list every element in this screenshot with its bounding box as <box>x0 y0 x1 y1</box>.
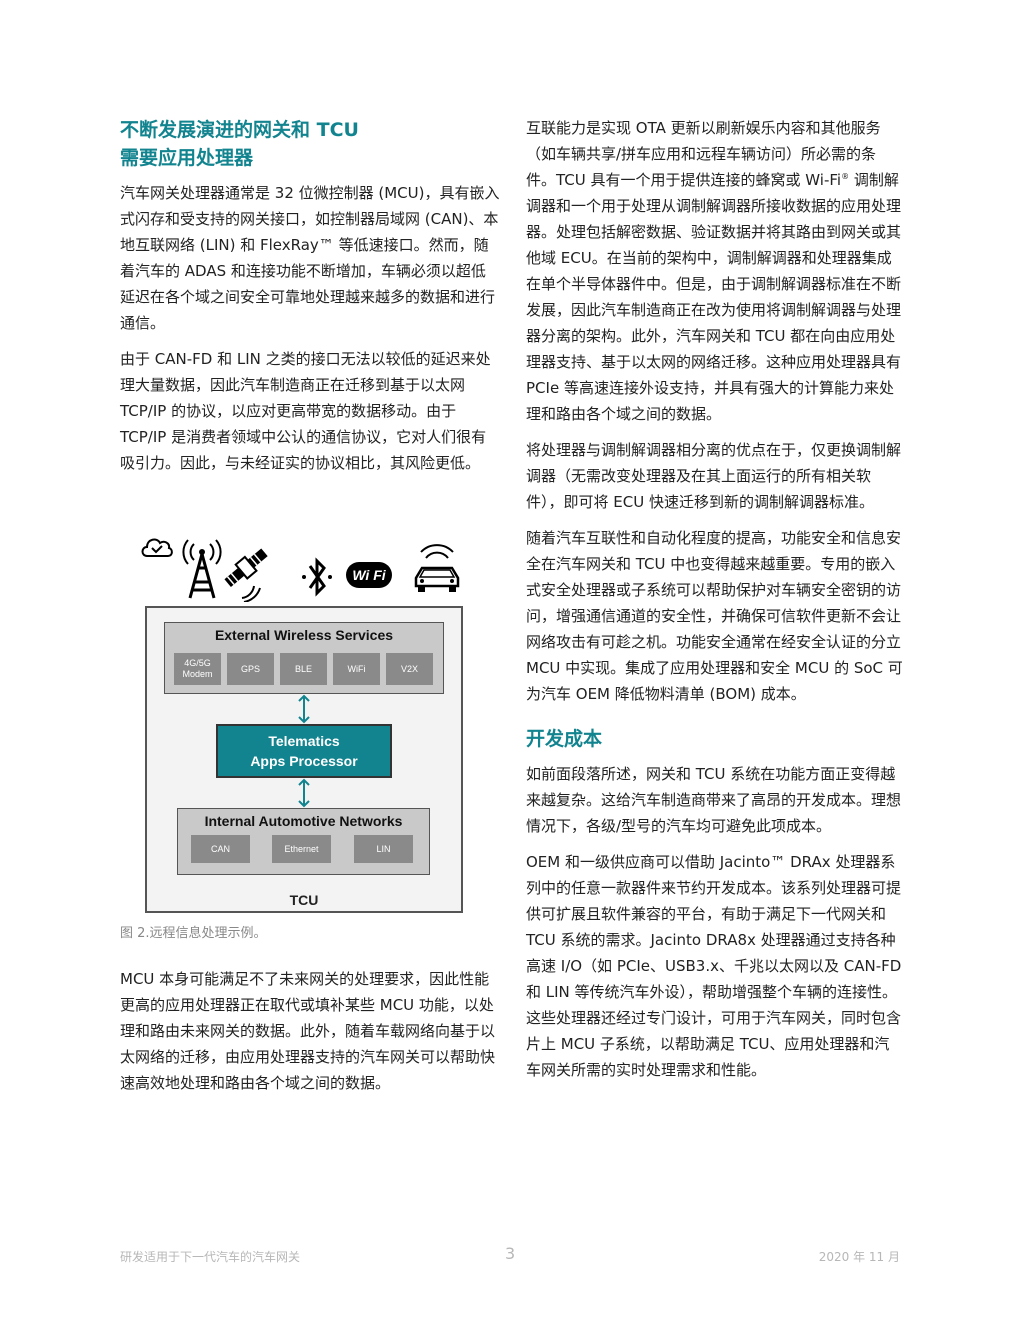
internal-networks-panel: Internal Automotive Networks CAN Etherne… <box>177 808 430 875</box>
telematics-figure: Wi Fi External Wireless Services 4G/5G M… <box>120 522 470 917</box>
paragraph: 汽车网关处理器通常是 32 位微控制器 (MCU)，具有嵌入式闪存和受支持的网关… <box>120 184 500 332</box>
tcu-block: External Wireless Services 4G/5G Modem G… <box>145 606 463 913</box>
paragraph: OEM 和一级供应商可以借助 Jacinto™ DRAx 处理器系列中的任意一款… <box>526 853 902 1079</box>
wifi-logo-text: Wi Fi <box>352 567 386 583</box>
cloud-icon <box>141 538 173 557</box>
external-wireless-panel: External Wireless Services 4G/5G Modem G… <box>164 622 444 694</box>
bluetooth-icon <box>302 557 332 597</box>
panel-title: External Wireless Services <box>214 627 394 643</box>
chip-modem: 4G/5G Modem <box>174 653 221 685</box>
paragraph: 随着汽车互联性和自动化程度的提高，功能安全和信息安全在汽车网关和 TCU 中也变… <box>526 529 903 703</box>
footer-date: 2020 年 11 月 <box>818 1250 900 1264</box>
figure-caption: 图 2.远程信息处理示例。 <box>120 926 267 941</box>
left-column-lower: MCU 本身可能满足不了未来网关的处理要求，因此性能更高的应用处理器正在取代或填… <box>120 966 500 1096</box>
right-column: 互联能力是实现 OTA 更新以刷新娱乐内容和其他服务（如车辆共享/拼车应用和远程… <box>526 115 904 1083</box>
telematics-apps-processor: Telematics Apps Processor <box>216 724 392 778</box>
section-heading-cost: 开发成本 <box>526 728 603 750</box>
paragraph: MCU 本身可能满足不了未来网关的处理要求，因此性能更高的应用处理器正在取代或填… <box>120 970 496 1092</box>
wifi-logo-icon: Wi Fi <box>346 562 392 588</box>
paragraph: 互联能力是实现 OTA 更新以刷新娱乐内容和其他服务（如车辆共享/拼车应用和远程… <box>526 115 904 427</box>
chip-wifi: WiFi <box>333 653 380 685</box>
footer-title: 研发适用于下一代汽车的汽车网关 <box>120 1250 301 1264</box>
chip-gps: GPS <box>227 653 274 685</box>
registered-mark: ® <box>841 172 850 181</box>
paragraph: 由于 CAN-FD 和 LIN 之类的接口无法以较低的延迟来处理大量数据，因此汽… <box>120 350 491 472</box>
left-column: 不断发展演进的网关和 TCU 需要应用处理器 汽车网关处理器通常是 32 位微控… <box>120 112 500 476</box>
chip-ble: BLE <box>280 653 327 685</box>
panel-title: Internal Automotive Networks <box>204 813 403 829</box>
tcu-label: TCU <box>289 892 319 908</box>
section-heading-gateway: 不断发展演进的网关和 TCU 需要应用处理器 <box>120 119 359 169</box>
arrow-connector-bottom <box>298 778 310 808</box>
connected-car-icon <box>414 544 460 592</box>
chip-lin: LIN <box>354 835 413 863</box>
paragraph: 如前面段落所述，网关和 TCU 系统在功能方面正变得越来越复杂。这给汽车制造商带… <box>526 765 902 835</box>
satellite-icon <box>224 548 268 602</box>
paragraph: 将处理器与调制解调器相分离的优点在于，仅更换调制解调器（无需改变处理器及在其上面… <box>526 441 902 511</box>
paragraph-part: 互联能力是实现 OTA 更新以刷新娱乐内容和其他服务（如车辆共享/拼车应用和远程… <box>526 119 881 189</box>
paragraph-part: 调制解调器和一个用于处理从调制解调器所接收数据的应用处理器。处理包括解密数据、验… <box>526 171 902 423</box>
arrow-connector-top <box>298 694 310 724</box>
chip-can: CAN <box>191 835 250 863</box>
chip-ethernet: Ethernet <box>272 835 331 863</box>
page-number: 3 <box>505 1244 516 1263</box>
chip-v2x: V2X <box>386 653 433 685</box>
cell-tower-icon <box>182 539 222 599</box>
